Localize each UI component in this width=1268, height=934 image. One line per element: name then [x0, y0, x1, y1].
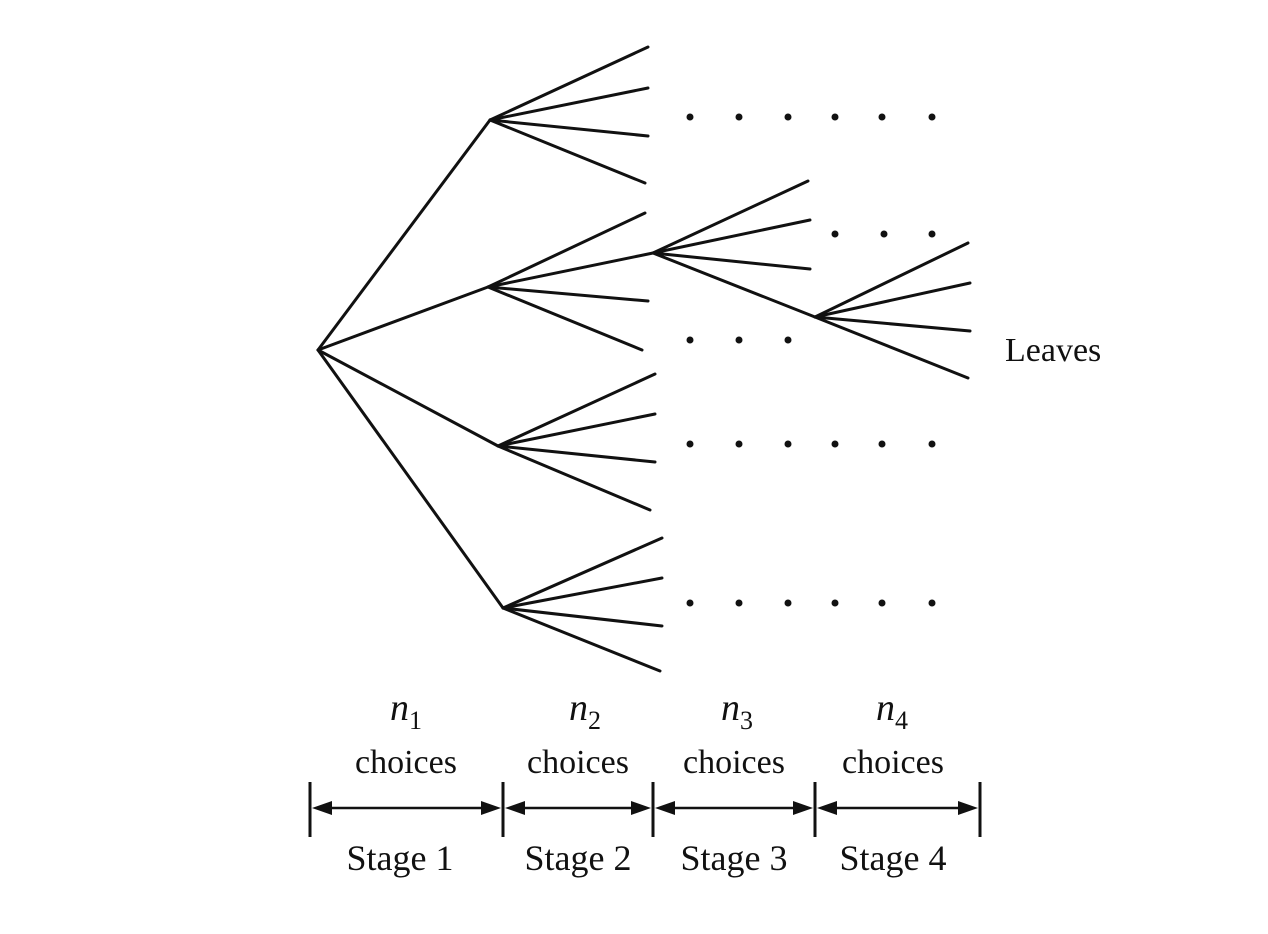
- tree-edge: [486, 285, 650, 303]
- tree-edge: [651, 218, 812, 255]
- ellipsis-dot: [831, 230, 839, 238]
- tree-edge: [496, 444, 652, 512]
- stage-4-count: n4: [876, 687, 908, 735]
- tree-edge: [496, 444, 657, 464]
- stage-1-span-arrow: [312, 801, 501, 815]
- tree-edge: [496, 412, 657, 448]
- stage-1-label: Stage 1: [347, 838, 454, 878]
- ellipsis-dot: [784, 336, 792, 344]
- stage-3-labels: n3 choices Stage 3: [681, 687, 788, 878]
- ellipsis-dot: [928, 113, 936, 121]
- ellipsis-dot: [878, 113, 886, 121]
- ellipsis-dot: [686, 113, 694, 121]
- ellipsis-dot: [831, 113, 839, 121]
- ellipsis-dot: [686, 599, 694, 607]
- ellipsis-dot: [784, 113, 792, 121]
- tree-edge: [316, 285, 490, 352]
- stage-2-span-arrow: [505, 801, 651, 815]
- ellipsis-dot: [784, 599, 792, 607]
- tree-edge: [488, 45, 650, 122]
- stage-4-choices: choices: [842, 744, 944, 781]
- stage-2-label: Stage 2: [525, 838, 632, 878]
- ellipsis-dots: [686, 113, 936, 607]
- ellipsis-dot: [880, 230, 888, 238]
- tree-edge: [488, 118, 647, 185]
- tree-edge: [501, 606, 664, 628]
- stage-3-edges: [651, 179, 817, 319]
- leaves-label: Leaves: [1005, 332, 1101, 369]
- stage-4-edges: [813, 241, 972, 380]
- ellipsis-dot: [735, 440, 743, 448]
- tree-edge: [813, 315, 970, 380]
- ellipsis-dot: [686, 440, 694, 448]
- ellipsis-dot: [878, 440, 886, 448]
- stage-4-span-arrow: [817, 801, 978, 815]
- tree-edge: [651, 251, 812, 271]
- ellipsis-dot: [831, 599, 839, 607]
- tree-edge: [813, 315, 972, 333]
- ellipsis-dot: [686, 336, 694, 344]
- stage-1-count: n1: [390, 687, 422, 735]
- stage-1-choices: choices: [355, 744, 457, 781]
- ellipsis-dot: [928, 599, 936, 607]
- stage-1-labels: n1 choices Stage 1: [347, 687, 457, 878]
- stage-3-label: Stage 3: [681, 838, 788, 878]
- ellipsis-dot: [735, 599, 743, 607]
- stage-4-labels: n4 choices Stage 4: [840, 687, 947, 878]
- tree-edge: [316, 118, 492, 352]
- ellipsis-dot: [735, 336, 743, 344]
- tree-edge: [486, 285, 644, 352]
- tree-edge: [316, 348, 505, 610]
- stage-2-choices: choices: [527, 744, 629, 781]
- tree-edge: [651, 251, 817, 319]
- tree-edge: [488, 118, 650, 138]
- stage-3-choices: choices: [683, 744, 785, 781]
- ellipsis-dot: [928, 230, 936, 238]
- ellipsis-dot: [878, 599, 886, 607]
- ellipsis-dot: [735, 113, 743, 121]
- ellipsis-dot: [831, 440, 839, 448]
- tree-edge: [486, 211, 647, 289]
- tree-edge: [486, 251, 655, 289]
- tree-edge: [813, 241, 970, 319]
- tree-edge: [501, 536, 664, 610]
- tree-edge: [651, 179, 810, 255]
- stage-dimension-lines: [308, 782, 982, 837]
- stage-2-edges: [486, 45, 664, 673]
- stage-2-count: n2: [569, 687, 601, 735]
- tree-edge: [496, 372, 657, 448]
- tree-edge: [316, 348, 500, 448]
- stage-3-span-arrow: [655, 801, 813, 815]
- ellipsis-dot: [784, 440, 792, 448]
- tree-edge: [813, 281, 972, 319]
- tree-edge: [501, 606, 662, 673]
- stage-4-label: Stage 4: [840, 838, 947, 878]
- stage-3-count: n3: [721, 687, 753, 735]
- tree-edge: [488, 86, 650, 122]
- tree-edge: [501, 576, 664, 610]
- stage-2-labels: n2 choices Stage 2: [525, 687, 632, 878]
- stage-1-edges: [316, 118, 505, 610]
- ellipsis-dot: [928, 440, 936, 448]
